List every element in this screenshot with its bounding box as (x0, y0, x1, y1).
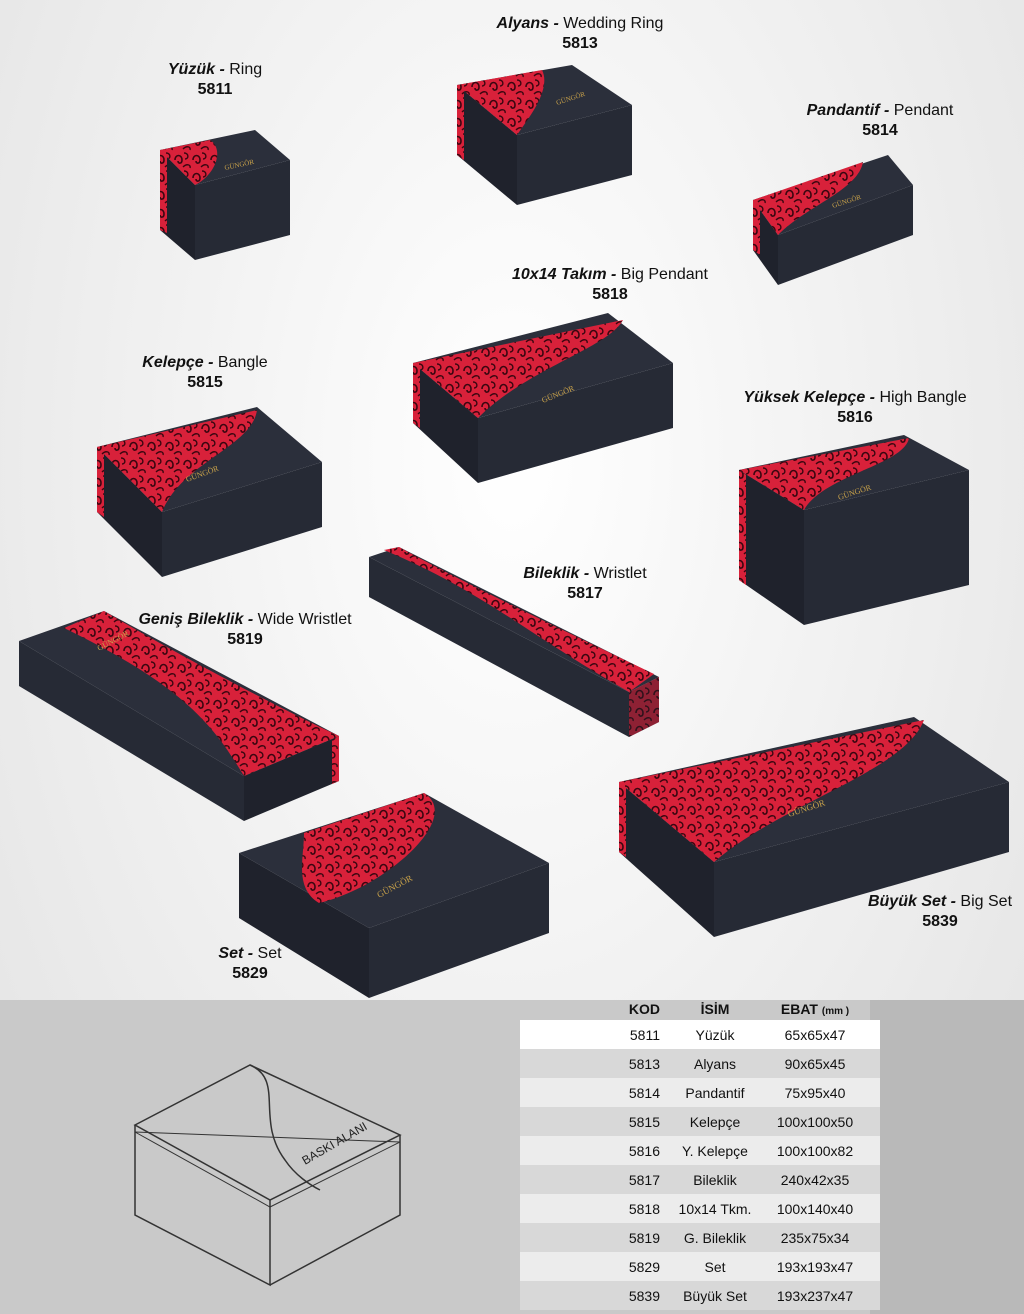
product-label-5813: Alyans - Wedding Ring 5813 (496, 15, 664, 52)
product-label-5839: Büyük Set - Big Set 5839 (867, 893, 1013, 930)
spec-table-header: KOD İSİM EBAT (mm ) (520, 998, 880, 1020)
product-label-5815: Kelepçe - Bangle 5815 (142, 354, 268, 391)
header-name: İSİM (700, 1001, 730, 1017)
product-label-5814: Pandantif - Pendant 5814 (806, 102, 954, 139)
box-image-5816: GÜNGÖR (739, 435, 969, 625)
product-label-5816: Yüksek Kelepçe - High Bangle 5816 (743, 389, 967, 426)
box-image-5814: GÜNGÖR (753, 155, 913, 285)
box-image-5819: GÜNGÖR (19, 611, 339, 821)
box-image-5813: GÜNGÖR (457, 65, 632, 205)
box-image-5815: GÜNGÖR (97, 407, 322, 577)
box-image-5811: GÜNGÖR (160, 130, 290, 260)
header-code: KOD (628, 1001, 660, 1017)
print-area-label: BASKI ALANI (300, 1119, 370, 1167)
box-image-5829: GÜNGÖR (239, 793, 549, 998)
print-area-diagram: BASKI ALANI (133, 1064, 402, 1287)
box-image-5839: GÜNGÖR (619, 717, 1009, 937)
product-label-5819: Geniş Bileklik - Wide Wristlet 5819 (138, 611, 352, 648)
box-image-5818: GÜNGÖR (413, 313, 673, 483)
product-label-5818: 10x14 Takım - Big Pendant 5818 (512, 266, 708, 303)
header-size: EBAT (mm ) (780, 1001, 850, 1017)
product-label-5811: Yüzük - Ring 5811 (167, 61, 263, 98)
product-label-5829: Set - Set 5829 (218, 945, 282, 982)
box-image-5817 (369, 547, 659, 737)
bottom-right-panel (870, 1000, 1024, 1314)
product-label-5817: Bileklik - Wristlet 5817 (523, 565, 647, 602)
